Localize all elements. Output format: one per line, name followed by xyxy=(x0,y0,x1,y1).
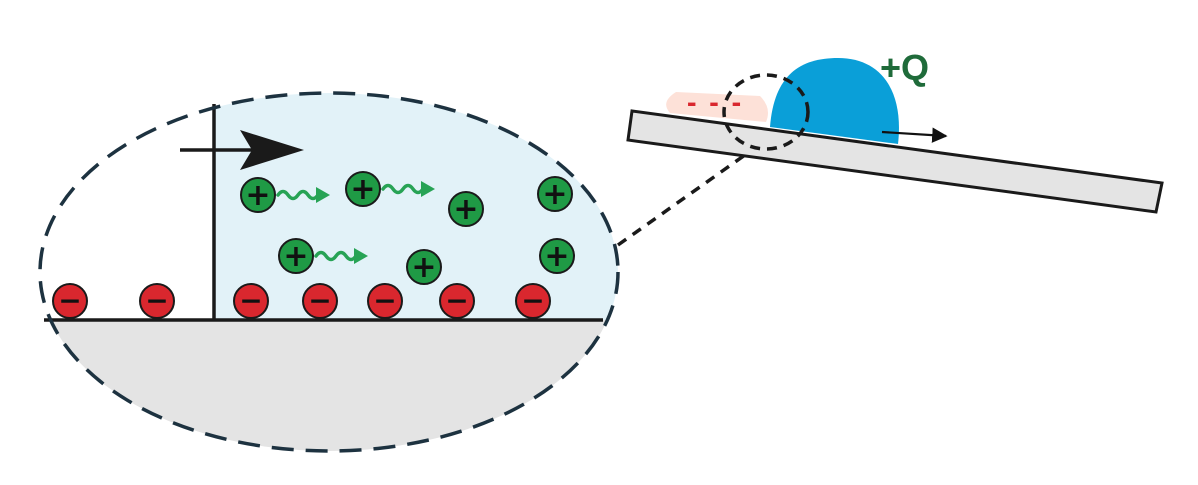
negative-ion-sign: − xyxy=(308,284,331,317)
positive-ion-sign: + xyxy=(544,239,569,274)
tail-negative-charges: - - - xyxy=(687,89,744,117)
zoom-leader-line xyxy=(616,148,754,247)
negative-ion-sign: − xyxy=(239,284,262,317)
negative-ion: − xyxy=(367,283,403,319)
positive-ion: + xyxy=(406,249,442,285)
substrate-region xyxy=(40,320,618,451)
zoom-inset: +++++++−−−−−−− xyxy=(38,91,620,453)
positive-ion-sign: + xyxy=(542,177,567,212)
positive-ion: + xyxy=(240,177,276,213)
ion-drift-arrow xyxy=(381,181,435,197)
ion-drift-arrow xyxy=(276,187,330,203)
negative-ion: − xyxy=(439,283,475,319)
positive-ion: + xyxy=(537,176,573,212)
magnified-spot-circle xyxy=(722,73,810,151)
negative-ion-sign: − xyxy=(445,284,468,317)
positive-ion: + xyxy=(278,238,314,274)
positive-ion-sign: + xyxy=(350,172,375,207)
tilted-plate-scene: - - - +Q xyxy=(626,47,1164,214)
positive-ion-sign: + xyxy=(411,250,436,285)
tilted-plate xyxy=(626,109,1164,214)
droplet-charge-label: +Q xyxy=(880,47,929,88)
negative-ion-sign: − xyxy=(145,284,168,317)
positive-ion-sign: + xyxy=(283,239,308,274)
positive-ion-sign: + xyxy=(453,192,478,227)
tail-charge-highlight xyxy=(666,92,768,122)
negative-ion: − xyxy=(52,283,88,319)
positive-ion: + xyxy=(448,191,484,227)
ion-layer: +++++++−−−−−−− xyxy=(52,171,575,319)
droplet-motion-arrow xyxy=(881,127,948,143)
motion-direction-arrow xyxy=(180,130,304,170)
zoom-boundary xyxy=(38,91,620,453)
negative-ion: − xyxy=(139,283,175,319)
positive-ion-sign: + xyxy=(245,178,270,213)
positive-ion: + xyxy=(539,238,575,274)
negative-ion: − xyxy=(233,283,269,319)
negative-ion-sign: − xyxy=(521,284,544,317)
ion-drift-arrow xyxy=(314,248,368,264)
negative-ion: − xyxy=(515,283,551,319)
positive-ion: + xyxy=(345,171,381,207)
water-droplet xyxy=(770,58,899,144)
negative-ion-sign: − xyxy=(373,284,396,317)
negative-ion-sign: − xyxy=(58,284,81,317)
negative-ion: − xyxy=(302,283,338,319)
